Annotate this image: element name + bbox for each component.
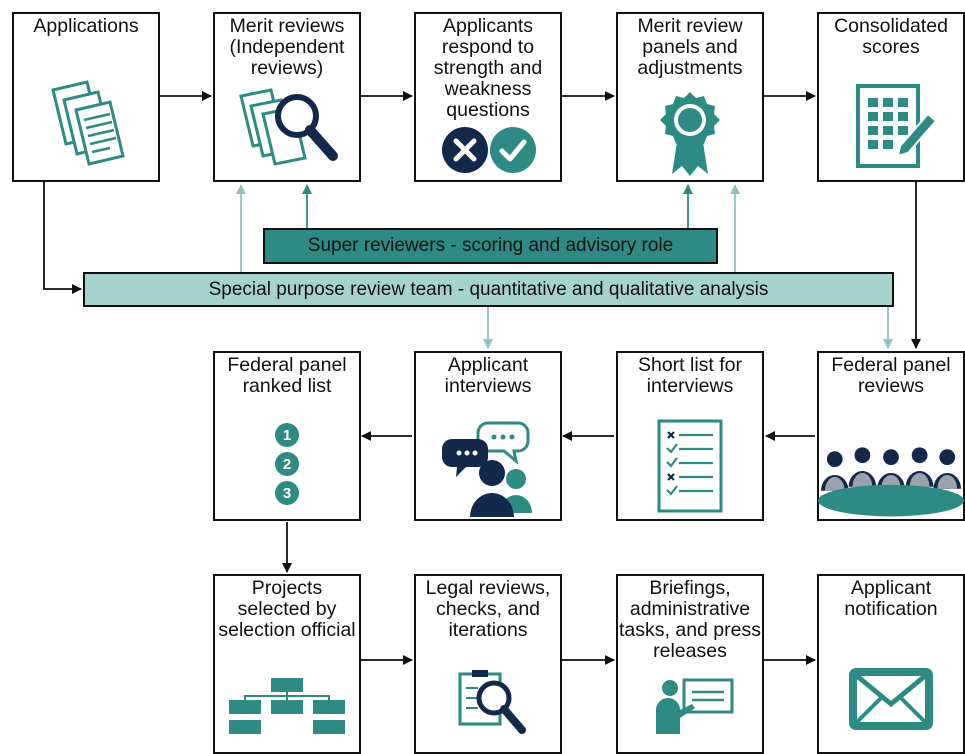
step-title: Applications — [33, 15, 139, 37]
award-ribbon-icon — [618, 88, 762, 180]
envelope-icon — [819, 664, 963, 734]
numbered-list-icon: 1 2 3 — [215, 421, 359, 507]
rank-number: 2 — [283, 456, 291, 473]
documents-icon — [14, 70, 158, 180]
step-title: Applicant notification — [844, 577, 938, 620]
step-title: Applicants respond to strength and weakn… — [433, 15, 543, 121]
step-briefings: Briefings, administrative tasks, and pre… — [616, 574, 764, 754]
interview-icon — [416, 413, 560, 519]
special-purpose-team-bar: Special purpose review team - quantitati… — [83, 272, 894, 307]
presentation-icon — [618, 674, 762, 734]
step-title: Applicant interviews — [444, 354, 532, 397]
rank-number: 1 — [283, 427, 291, 444]
step-title: Merit review panels and adjustments — [637, 15, 743, 79]
step-title: Projects selected by selection official — [218, 577, 356, 641]
super-reviewers-label: Super reviewers - scoring and advisory r… — [307, 235, 674, 256]
step-title: Federal panel reviews — [831, 354, 951, 397]
step-title: Consolidated scores — [834, 15, 948, 58]
arrow-applications-to-special-team — [43, 182, 82, 294]
org-chart-icon — [215, 676, 359, 734]
step-federal-panel-ranked-list: Federal panel ranked list 1 2 3 — [213, 351, 361, 521]
step-projects-selected: Projects selected by selection official — [213, 574, 361, 754]
step-applicants-respond: Applicants respond to strength and weakn… — [414, 12, 562, 182]
step-title: Legal reviews, checks, and iterations — [425, 577, 551, 641]
scoresheet-pen-icon — [819, 76, 963, 180]
clipboard-magnifier-icon — [416, 670, 560, 734]
x-and-check-icon — [416, 124, 560, 180]
rank-number: 3 — [283, 485, 291, 502]
step-title: Briefings, administrative tasks, and pre… — [619, 577, 761, 662]
step-title: Merit reviews (Independent reviews) — [229, 15, 345, 79]
step-title: Federal panel ranked list — [227, 354, 347, 397]
step-applications: Applications — [12, 12, 160, 182]
step-short-list-for-interviews: Short list for interviews — [616, 351, 764, 521]
step-title: Short list for interviews — [637, 354, 743, 397]
step-consolidated-scores: Consolidated scores — [817, 12, 965, 182]
panel-people-icon — [817, 423, 965, 519]
document-magnifier-icon — [215, 80, 359, 180]
step-applicant-interviews: Applicant interviews — [414, 351, 562, 521]
special-purpose-team-label: Special purpose review team - quantitati… — [208, 278, 769, 300]
step-merit-reviews: Merit reviews (Independent reviews) — [213, 12, 361, 182]
step-legal-reviews: Legal reviews, checks, and iterations — [414, 574, 562, 754]
super-reviewers-bar: Super reviewers - scoring and advisory r… — [263, 228, 718, 264]
step-merit-review-panels: Merit review panels and adjustments — [616, 12, 764, 182]
step-applicant-notification: Applicant notification — [817, 574, 965, 754]
checklist-icon — [618, 411, 762, 519]
step-federal-panel-reviews: Federal panel reviews — [817, 351, 965, 521]
